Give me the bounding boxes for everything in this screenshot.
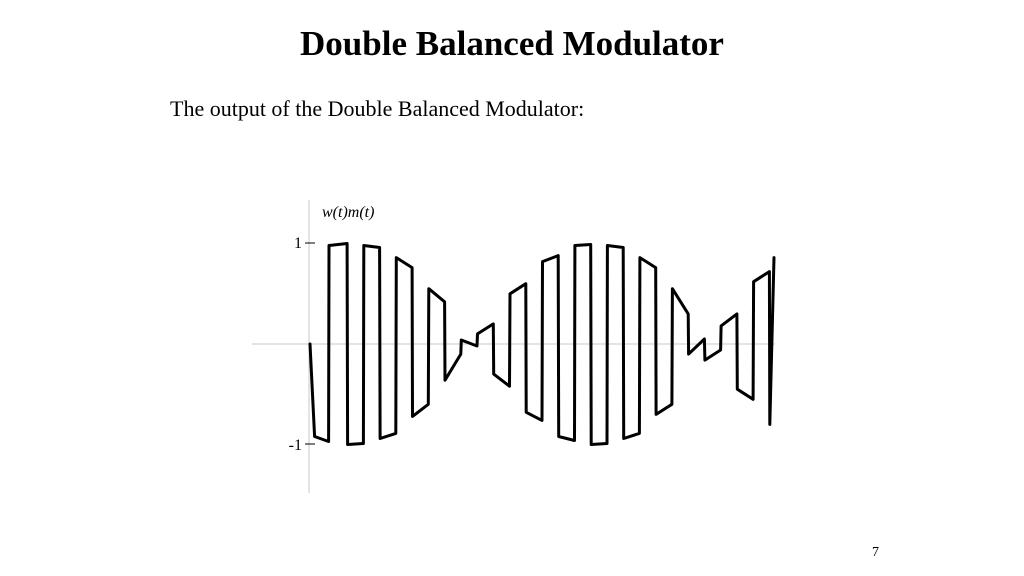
page-number: 7 [872, 545, 879, 560]
y-tick-label-pos: 1 [294, 235, 302, 252]
y-axis-label: w(t)m(t) [322, 204, 374, 221]
slide-subtitle: The output of the Double Balanced Modula… [170, 96, 585, 121]
slide-title: Double Balanced Modulator [300, 24, 724, 63]
y-tick-label-neg: -1 [289, 437, 302, 454]
signal-trace [308, 242, 776, 446]
